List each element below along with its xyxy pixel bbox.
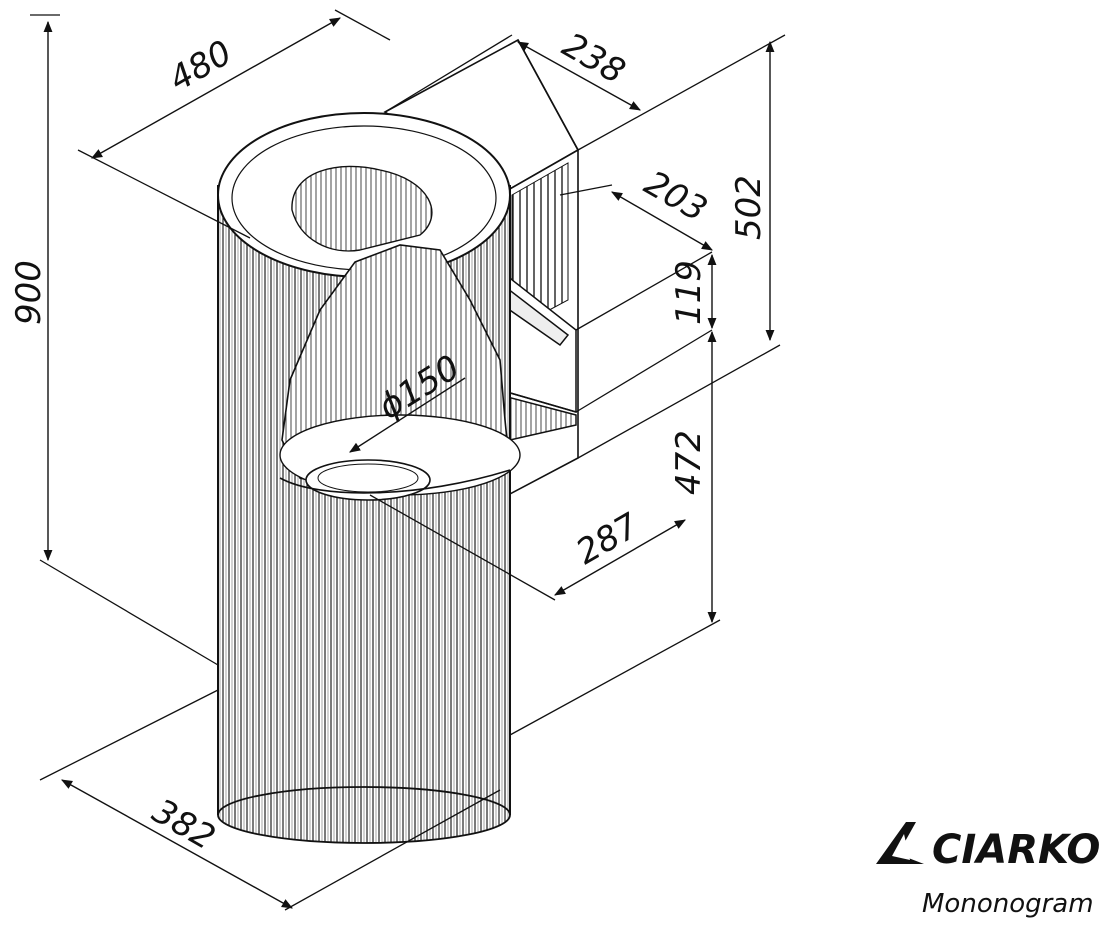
dim-bracket-height: 119 <box>669 260 709 325</box>
cutaway-section <box>279 244 521 501</box>
brand-name: CIARKO <box>932 827 1100 873</box>
dim-depth-box: 238 <box>556 25 632 92</box>
extension-lines <box>30 9 786 911</box>
model-name: Mononogram <box>922 889 1094 919</box>
dimension-arrows <box>43 17 775 909</box>
cylinder-body <box>217 112 511 844</box>
dim-height-total: 900 <box>9 260 49 325</box>
ciarko-logo-icon <box>876 822 924 864</box>
dim-width-top: 480 <box>163 33 239 100</box>
dim-lower-height: 472 <box>669 430 709 495</box>
dim-inner-offset: 203 <box>638 163 714 230</box>
dim-box-height: 502 <box>729 175 769 240</box>
dim-box-depth: 287 <box>570 506 647 573</box>
brand-logo: CIARKO Mononogram <box>876 822 1100 919</box>
